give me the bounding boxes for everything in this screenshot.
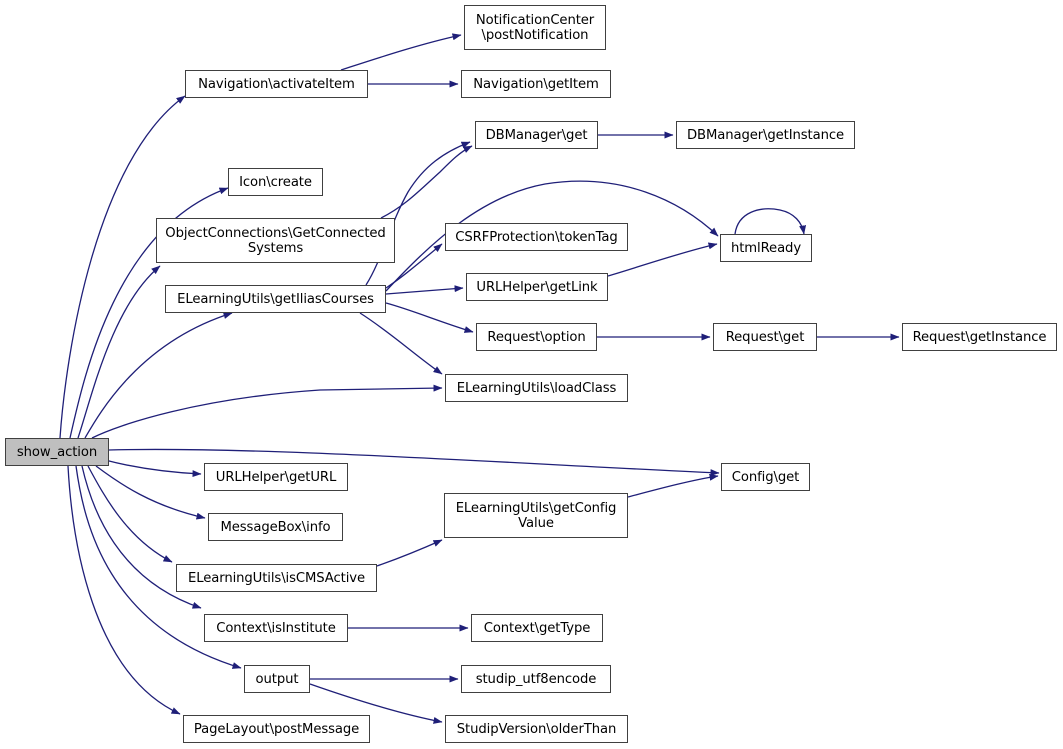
graph-node-dbmanager_getinstance[interactable]: DBManager\getInstance	[676, 121, 855, 149]
graph-node-label: DBManager\getInstance	[686, 127, 845, 143]
graph-node-request_get[interactable]: Request\get	[713, 323, 817, 351]
graph-node-label: studip_utf8encode	[475, 671, 597, 687]
graph-node-htmlready[interactable]: htmlReady	[720, 234, 812, 262]
graph-node-label: ObjectConnections\GetConnected Systems	[165, 225, 386, 256]
graph-node-elearn_getiliascourses[interactable]: ELearningUtils\getIliasCourses	[165, 285, 386, 313]
graph-node-icon_create[interactable]: Icon\create	[228, 168, 323, 196]
graph-node-label: MessageBox\info	[220, 519, 331, 535]
graph-node-label: Icon\create	[239, 174, 312, 190]
graph-node-elearn_iscmsactive[interactable]: ELearningUtils\isCMSActive	[176, 564, 377, 592]
graph-node-label: Context\isInstitute	[216, 620, 336, 636]
graph-node-messagebox_info[interactable]: MessageBox\info	[208, 513, 343, 541]
graph-node-objectconnections[interactable]: ObjectConnections\GetConnected Systems	[156, 218, 395, 263]
graph-node-label: DBManager\get	[485, 127, 588, 143]
graph-node-csrf_tokentag[interactable]: CSRFProtection\tokenTag	[445, 223, 628, 251]
graph-node-urlhelper_getlink[interactable]: URLHelper\getLink	[466, 273, 608, 301]
graph-node-nav_activateitem[interactable]: Navigation\activateItem	[185, 70, 368, 98]
graph-node-label: PageLayout\postMessage	[193, 721, 360, 737]
graph-node-dbmanager_get[interactable]: DBManager\get	[475, 121, 598, 149]
graph-node-studipversion_olderthan[interactable]: StudipVersion\olderThan	[445, 715, 628, 743]
graph-node-label: Context\getType	[483, 620, 591, 636]
graph-node-elearn_getconfigvalue[interactable]: ELearningUtils\getConfig Value	[444, 493, 628, 538]
graph-node-context_isinstitute[interactable]: Context\isInstitute	[204, 614, 348, 642]
graph-node-label: Request\get	[725, 329, 805, 345]
graph-node-label: ELearningUtils\getIliasCourses	[177, 291, 374, 307]
graph-node-nav_getitem[interactable]: Navigation\getItem	[461, 70, 611, 98]
graph-node-context_gettype[interactable]: Context\getType	[471, 614, 603, 642]
graph-node-label: ELearningUtils\loadClass	[456, 380, 617, 396]
graph-node-label: ELearningUtils\getConfig Value	[455, 500, 617, 531]
graph-node-notificationcenter[interactable]: NotificationCenter \postNotification	[464, 5, 606, 50]
graph-node-config_get[interactable]: Config\get	[721, 463, 810, 491]
graph-node-label: StudipVersion\olderThan	[456, 721, 617, 737]
graph-node-label: URLHelper\getLink	[476, 279, 598, 295]
graph-node-label: htmlReady	[730, 240, 802, 256]
graph-node-request_option[interactable]: Request\option	[476, 323, 597, 351]
graph-node-urlhelper_geturl[interactable]: URLHelper\getURL	[204, 463, 348, 491]
graph-node-label: NotificationCenter \postNotification	[475, 12, 595, 43]
graph-node-output[interactable]: output	[244, 665, 310, 693]
graph-node-label: Request\option	[487, 329, 586, 345]
graph-node-label: Config\get	[731, 469, 800, 485]
graph-node-label: Navigation\getItem	[473, 76, 599, 92]
graph-node-label: ELearningUtils\isCMSActive	[188, 570, 365, 586]
graph-node-label: Request\getInstance	[912, 329, 1047, 345]
graph-node-label: CSRFProtection\tokenTag	[455, 229, 618, 245]
graph-node-label: Navigation\activateItem	[198, 76, 355, 92]
graph-node-label: URLHelper\getURL	[215, 469, 337, 485]
graph-node-pagelayout_postmessage[interactable]: PageLayout\postMessage	[183, 715, 370, 743]
graph-node-request_getinstance[interactable]: Request\getInstance	[902, 323, 1057, 351]
graph-node-show_action[interactable]: show_action	[5, 438, 109, 466]
graph-node-label: output	[255, 671, 299, 687]
graph-node-elearn_loadclass[interactable]: ELearningUtils\loadClass	[445, 374, 628, 402]
graph-node-studip_utf8encode[interactable]: studip_utf8encode	[461, 665, 611, 693]
graph-node-label: show_action	[16, 444, 98, 460]
